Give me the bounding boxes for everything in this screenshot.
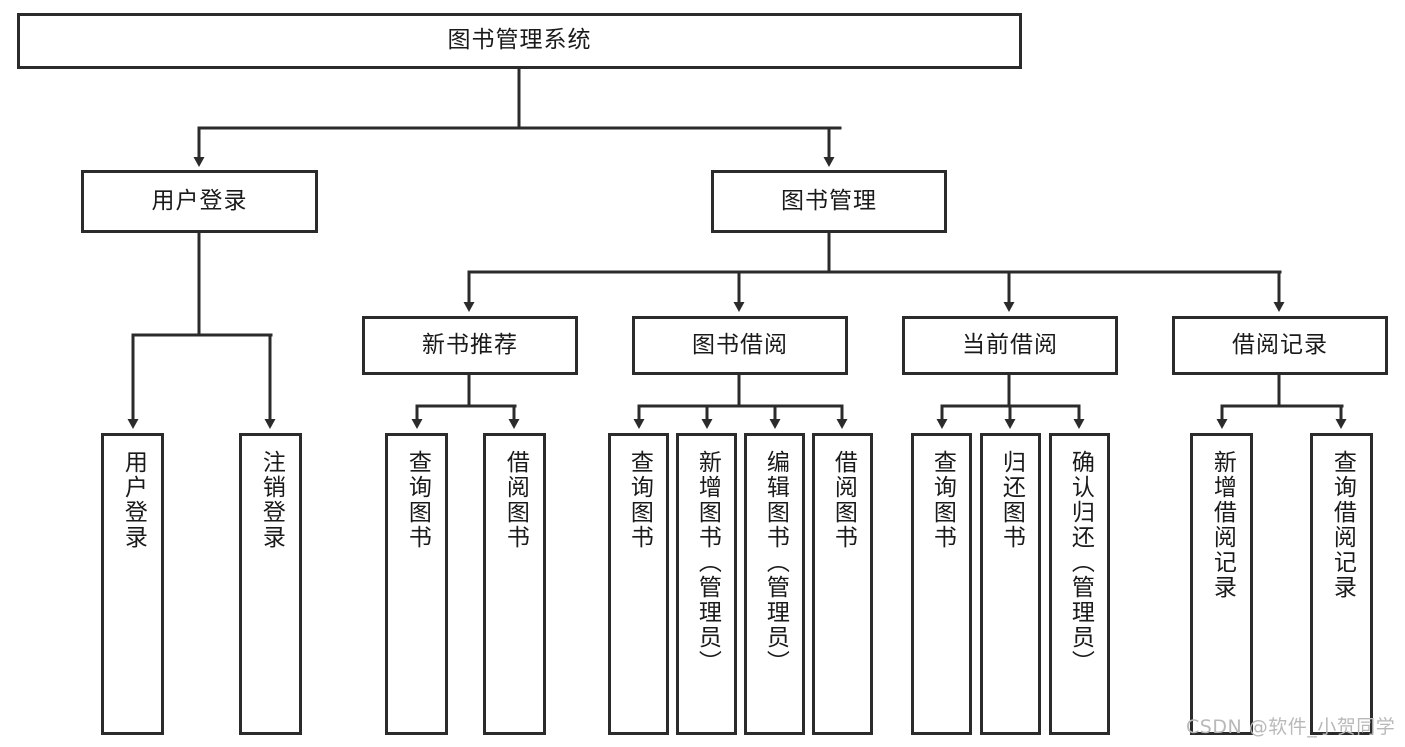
leaf-user-login-label: 用户登录 bbox=[120, 450, 147, 550]
leaf-confirm-return-admin-label: 确认归还（管理员） bbox=[1067, 450, 1094, 675]
leaf-query-book-borrow[interactable]: 查询图书 bbox=[608, 433, 669, 735]
leaf-query-book-borrow-label: 查询图书 bbox=[626, 450, 653, 550]
leaf-borrow-book-recommend-label: 借阅图书 bbox=[502, 450, 529, 550]
leaf-query-book-recommend[interactable]: 查询图书 bbox=[385, 433, 448, 735]
leaf-query-borrow-record-label: 查询借阅记录 bbox=[1329, 450, 1356, 600]
node-user-login-label: 用户登录 bbox=[151, 187, 248, 214]
node-root-label: 图书管理系统 bbox=[447, 27, 592, 54]
leaf-add-borrow-record[interactable]: 新增借阅记录 bbox=[1190, 433, 1253, 735]
leaf-query-book-current-label: 查询图书 bbox=[929, 450, 956, 550]
leaf-query-book-current[interactable]: 查询图书 bbox=[911, 433, 972, 735]
leaf-borrow-book-recommend[interactable]: 借阅图书 bbox=[483, 433, 546, 735]
leaf-edit-book-admin[interactable]: 编辑图书（管理员） bbox=[744, 433, 805, 735]
node-current-borrow-label: 当前借阅 bbox=[962, 331, 1058, 358]
leaf-return-book[interactable]: 归还图书 bbox=[980, 433, 1041, 735]
node-current-borrow[interactable]: 当前借阅 bbox=[902, 316, 1118, 375]
node-root[interactable]: 图书管理系统 bbox=[17, 13, 1022, 69]
leaf-add-book-admin-label: 新增图书（管理员） bbox=[694, 450, 721, 675]
node-book-borrow-label: 图书借阅 bbox=[692, 331, 788, 358]
node-borrow-record-label: 借阅记录 bbox=[1232, 331, 1328, 358]
leaf-borrow-book-label: 借阅图书 bbox=[830, 450, 857, 550]
node-book-management[interactable]: 图书管理 bbox=[711, 170, 947, 233]
node-new-book-recommend-label: 新书推荐 bbox=[422, 331, 518, 358]
node-borrow-record[interactable]: 借阅记录 bbox=[1172, 316, 1388, 375]
leaf-user-logout-label: 注销登录 bbox=[258, 450, 285, 550]
node-book-borrow[interactable]: 图书借阅 bbox=[632, 316, 848, 375]
leaf-user-login[interactable]: 用户登录 bbox=[101, 433, 164, 735]
leaf-edit-book-admin-label: 编辑图书（管理员） bbox=[762, 450, 789, 675]
node-book-management-label: 图书管理 bbox=[781, 187, 877, 214]
leaf-query-borrow-record[interactable]: 查询借阅记录 bbox=[1310, 433, 1373, 735]
leaf-return-book-label: 归还图书 bbox=[998, 450, 1025, 550]
leaf-borrow-book[interactable]: 借阅图书 bbox=[812, 433, 873, 735]
leaf-add-book-admin[interactable]: 新增图书（管理员） bbox=[676, 433, 737, 735]
leaf-add-borrow-record-label: 新增借阅记录 bbox=[1209, 450, 1236, 600]
leaf-query-book-recommend-label: 查询图书 bbox=[404, 450, 431, 550]
csdn-watermark: CSDN @软件_小贺同学 bbox=[1186, 716, 1396, 738]
node-user-login[interactable]: 用户登录 bbox=[81, 170, 318, 233]
leaf-user-logout[interactable]: 注销登录 bbox=[239, 433, 302, 735]
leaf-confirm-return-admin[interactable]: 确认归还（管理员） bbox=[1049, 433, 1110, 735]
node-new-book-recommend[interactable]: 新书推荐 bbox=[362, 316, 578, 375]
